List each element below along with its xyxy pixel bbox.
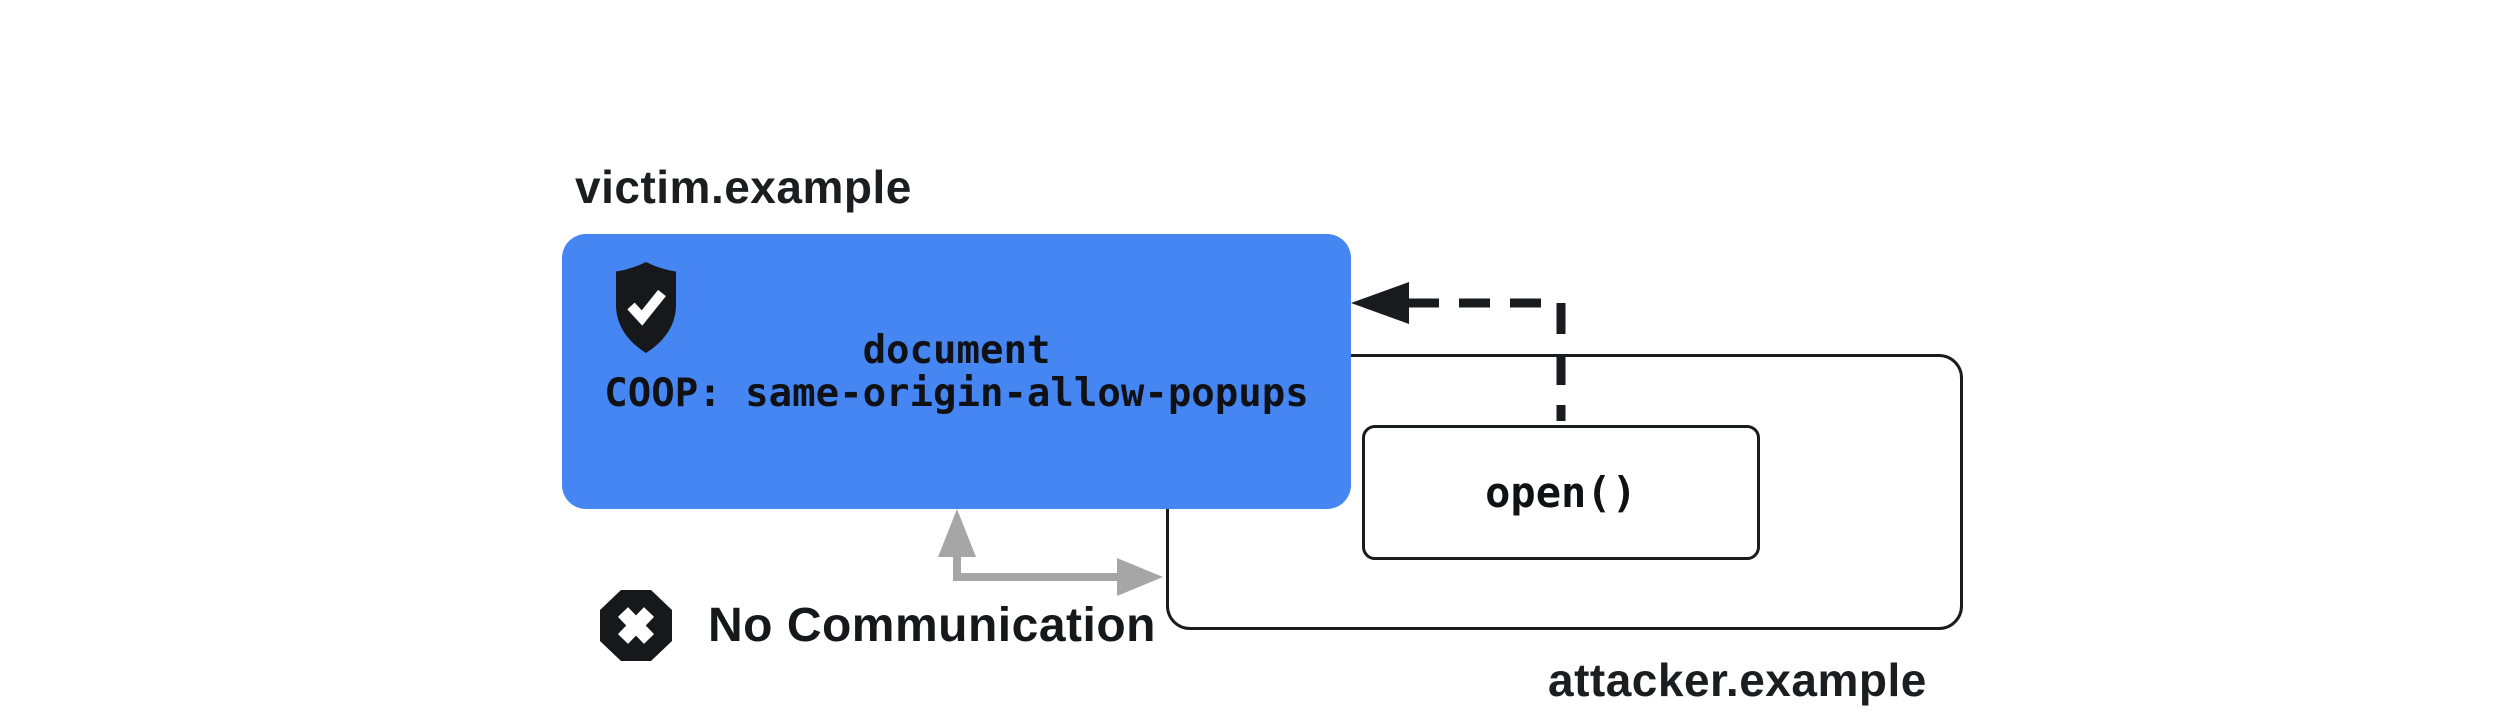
attacker-domain-label: attacker.example bbox=[1548, 654, 1927, 706]
x-octagon-icon bbox=[600, 590, 672, 661]
open-call-box: open() bbox=[1362, 425, 1760, 560]
open-call-label: open() bbox=[1485, 468, 1637, 517]
no-communication-label: No Communication bbox=[708, 599, 1156, 652]
no-communication-arrow bbox=[938, 509, 1163, 596]
victim-document-title: document bbox=[862, 327, 1051, 373]
victim-coop-header: COOP: same-origin-allow-popups bbox=[604, 370, 1309, 416]
no-communication-badge: No Communication bbox=[598, 588, 1156, 663]
victim-document-box: document COOP: same-origin-allow-popups bbox=[562, 234, 1351, 509]
shield-check-icon bbox=[616, 262, 676, 353]
victim-domain-label: victim.example bbox=[575, 161, 912, 213]
